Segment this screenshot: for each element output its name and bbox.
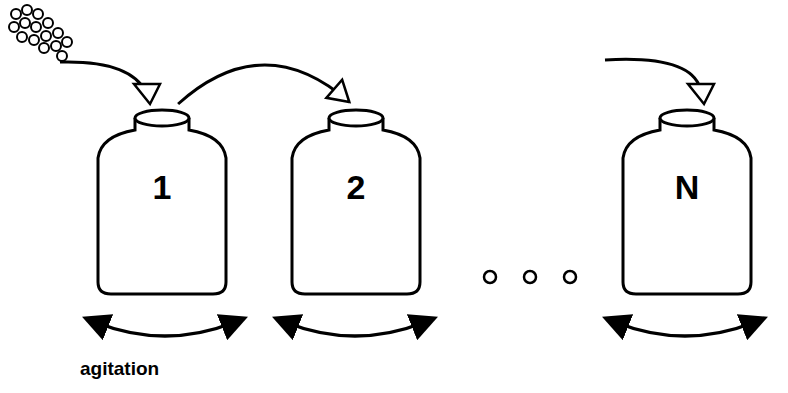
jar: 2 <box>289 106 423 298</box>
jar-number: 2 <box>289 168 423 207</box>
agitation-arrow <box>95 322 755 336</box>
jar: N <box>620 106 754 298</box>
particles <box>9 5 72 61</box>
jar-number: N <box>620 168 754 207</box>
transfer-arrow <box>178 65 349 104</box>
arrow-head <box>326 80 349 102</box>
ellipsis-dots <box>484 271 576 283</box>
jar: 1 <box>95 106 229 298</box>
caption-label: agitation <box>80 358 159 380</box>
feed-arrow <box>605 59 714 104</box>
feed-arrow <box>60 62 160 104</box>
jar-number: 1 <box>95 168 229 207</box>
arrow-line <box>178 65 349 104</box>
